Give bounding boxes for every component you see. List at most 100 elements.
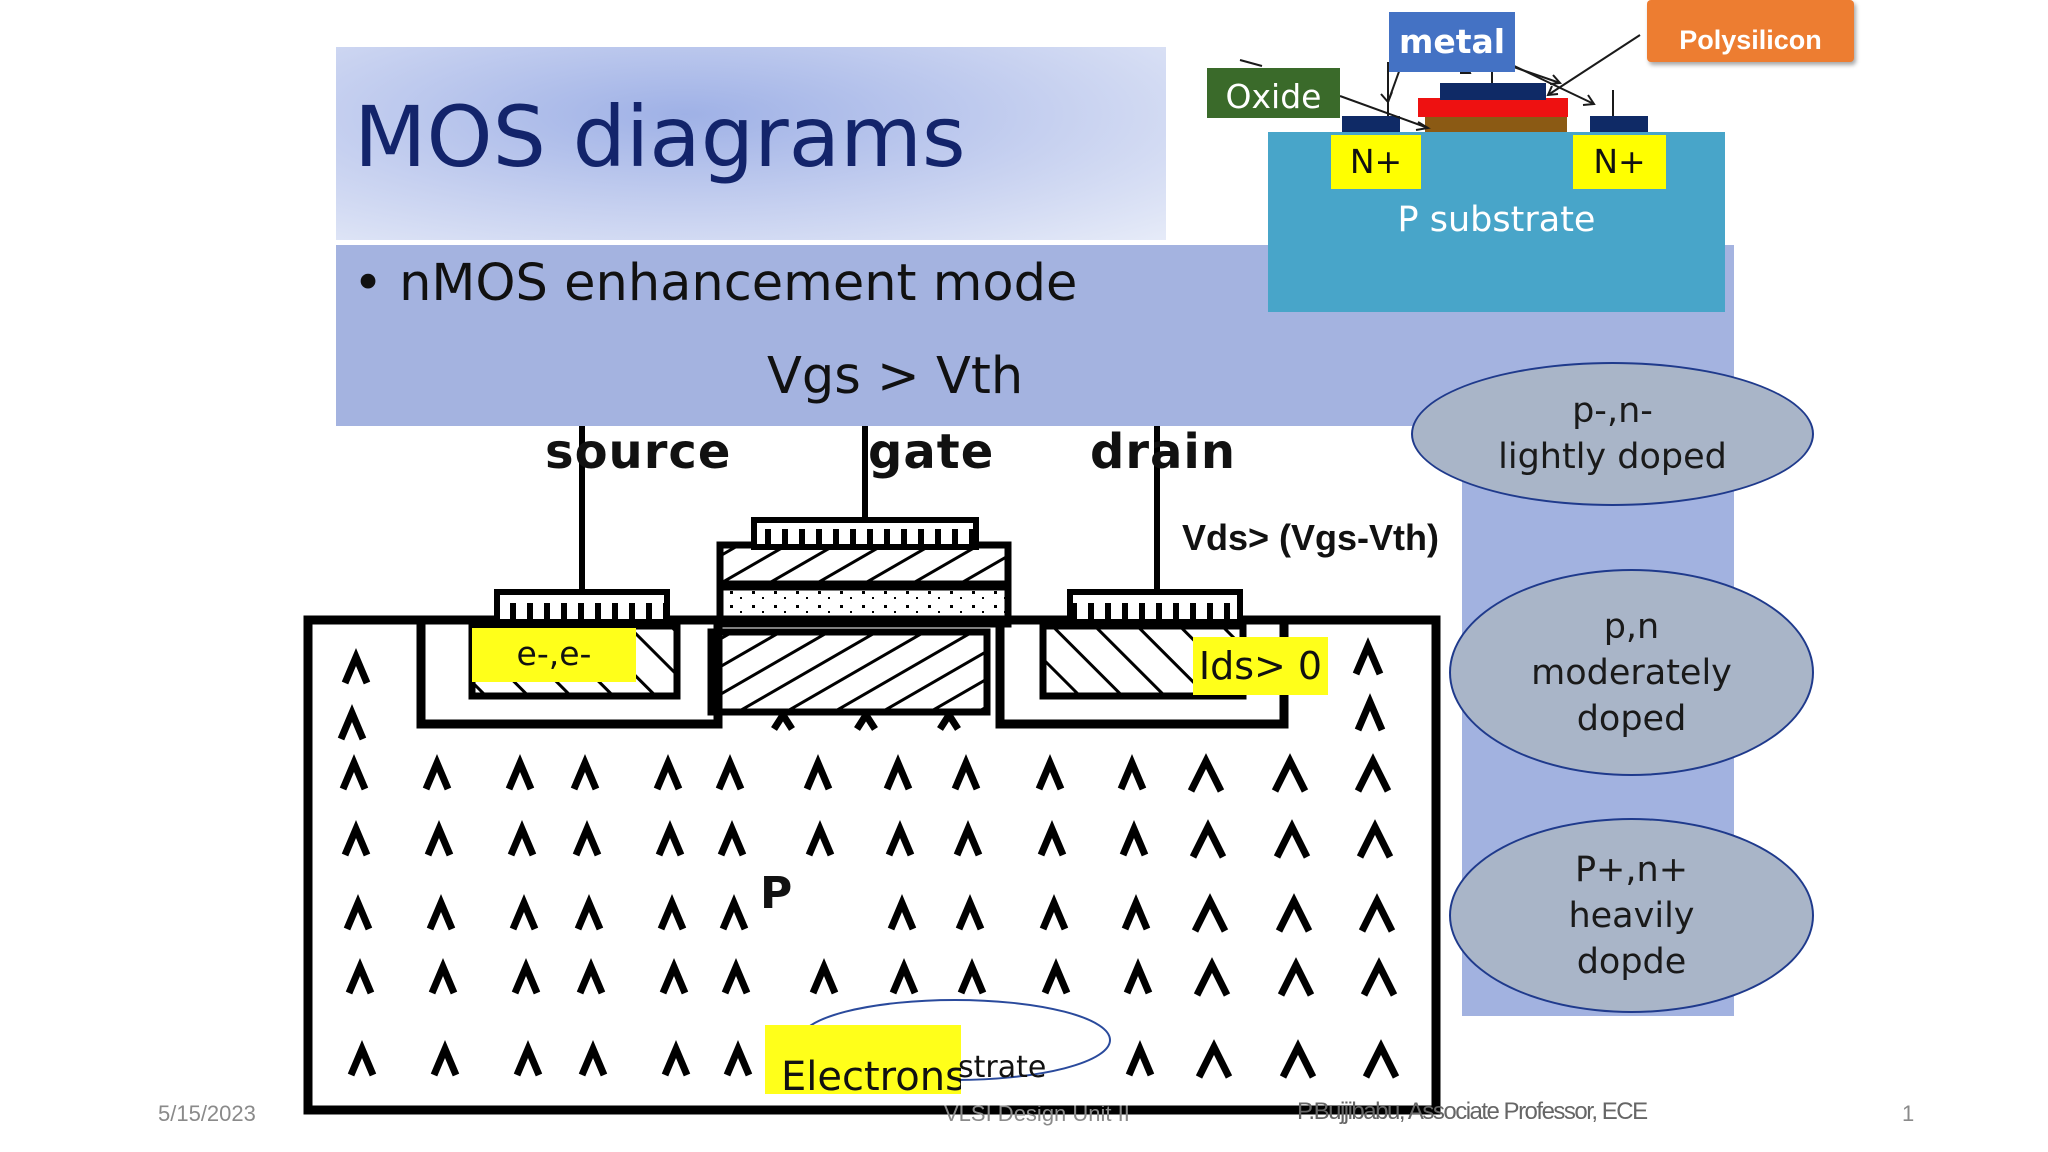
hole-carrier <box>1039 894 1069 931</box>
slide-title: MOS diagrams <box>354 88 966 186</box>
hole-carrier <box>572 820 602 857</box>
vgs-condition: Vgs > Vth <box>767 347 1024 406</box>
inset-n-plus-drain: N+ <box>1573 135 1666 189</box>
drain-current-label: Ids> 0 <box>1193 637 1328 695</box>
hole-carrier <box>428 958 458 995</box>
gate-label: gate <box>868 424 995 480</box>
hole-carrier <box>937 708 961 731</box>
hole-carrier <box>653 754 683 791</box>
hole-carrier <box>1195 1039 1233 1079</box>
lightly-doped-line-2: lightly doped <box>1498 437 1727 477</box>
hole-carrier <box>347 1040 377 1077</box>
hole-carrier <box>1275 893 1313 933</box>
gate-polysilicon <box>716 541 1012 591</box>
hole-carrier <box>1354 693 1386 732</box>
electrons-label: Electrons <box>765 1025 961 1094</box>
footer-date: 5/15/2023 <box>158 1101 256 1126</box>
hole-carrier <box>655 820 685 857</box>
hole-carrier <box>657 894 687 931</box>
source-electrons-label: e-,e- <box>472 628 636 682</box>
hole-carrier <box>715 754 745 791</box>
hole-carrier <box>721 958 751 995</box>
hole-carrier <box>717 820 747 857</box>
hole-carrier <box>659 958 689 995</box>
hole-carrier <box>1277 957 1315 997</box>
hole-carrier <box>661 1040 691 1077</box>
hole-carrier <box>1360 957 1398 997</box>
hole-carrier <box>1352 637 1384 676</box>
hole-carrier <box>719 894 749 931</box>
inset-metal-label: metal <box>1389 12 1515 72</box>
hole-carrier <box>1123 958 1153 995</box>
source-contact-teeth <box>499 603 667 622</box>
hole-carrier <box>578 1040 608 1077</box>
substrate-partial-label: strate <box>958 1050 1047 1085</box>
inset-oxide-label: Oxide <box>1207 68 1340 118</box>
hole-carrier <box>1189 819 1227 859</box>
hole-carrier <box>1125 1040 1155 1077</box>
hole-carrier <box>430 1040 460 1077</box>
hole-carrier <box>1041 958 1071 995</box>
hole-carrier <box>951 754 981 791</box>
hole-carrier <box>341 820 371 857</box>
heavily-doped-line-1: P+,n+ <box>1574 849 1689 890</box>
hole-carrier <box>1119 820 1149 857</box>
bullet-dot: • <box>353 254 384 313</box>
drain-contact-teeth <box>1072 603 1240 622</box>
hole-carrier <box>345 958 375 995</box>
source-label: source <box>545 424 732 480</box>
hole-carrier <box>885 820 915 857</box>
hole-carrier <box>809 958 839 995</box>
hole-carrier <box>1362 1039 1400 1079</box>
hole-carrier <box>507 820 537 857</box>
inset-gate-metal <box>1440 83 1546 100</box>
inset-drain-metal <box>1590 116 1648 133</box>
hole-carrier <box>424 820 454 857</box>
moderately-doped-line-3: doped <box>1576 698 1687 739</box>
inset-substrate-label: P substrate <box>1397 200 1596 240</box>
hole-carrier <box>803 754 833 791</box>
hole-carrier <box>511 958 541 995</box>
bullet-text: nMOS enhancement mode <box>399 254 1078 313</box>
hole-carrier <box>1121 894 1151 931</box>
hole-carrier <box>1187 753 1225 793</box>
hole-carrier <box>576 958 606 995</box>
hole-carrier <box>570 754 600 791</box>
hole-carrier <box>955 894 985 931</box>
hole-carrier <box>1191 893 1229 933</box>
title-background <box>336 47 1166 240</box>
inset-n-plus-source: N+ <box>1331 135 1421 189</box>
lightly-doped-ellipse: p-,n-lightly doped <box>1411 362 1814 506</box>
hole-carrier <box>883 754 913 791</box>
hole-carrier <box>1037 820 1067 857</box>
substrate-type-label: P <box>760 868 793 919</box>
hole-carrier <box>509 894 539 931</box>
hole-carrier <box>957 958 987 995</box>
bullet-item: • nMOS enhancement mode <box>353 254 1077 313</box>
moderately-doped-line-2: moderately <box>1531 652 1732 693</box>
footer-course: VLSI Design Unit II <box>944 1101 1130 1126</box>
hole-carrier <box>574 894 604 931</box>
hole-carrier <box>1279 1039 1317 1079</box>
hole-carrier <box>339 754 369 791</box>
inset-polysilicon-label: Polysilicon <box>1647 0 1854 62</box>
hole-carrier <box>723 1040 753 1077</box>
inset-source-metal <box>1342 116 1400 133</box>
heavily-doped-line-2: heavily <box>1568 895 1695 936</box>
hole-carrier <box>1356 819 1394 859</box>
hole-carrier <box>1193 957 1231 997</box>
drain-label: drain <box>1090 424 1237 480</box>
hole-carrier <box>337 704 367 741</box>
hole-carrier <box>1358 893 1396 933</box>
heavily-doped-ellipse: P+,n+ heavily dopde <box>1449 818 1814 1013</box>
heavily-doped-line-3: dopde <box>1576 941 1687 982</box>
hole-carrier <box>343 894 373 931</box>
footer-page-number: 1 <box>1902 1101 1915 1126</box>
hole-carrier <box>422 754 452 791</box>
hole-carrier <box>805 820 835 857</box>
hole-carrier <box>771 708 795 731</box>
hole-carrier <box>1354 753 1392 793</box>
hole-carrier <box>1117 754 1147 791</box>
hole-carrier <box>854 708 878 731</box>
